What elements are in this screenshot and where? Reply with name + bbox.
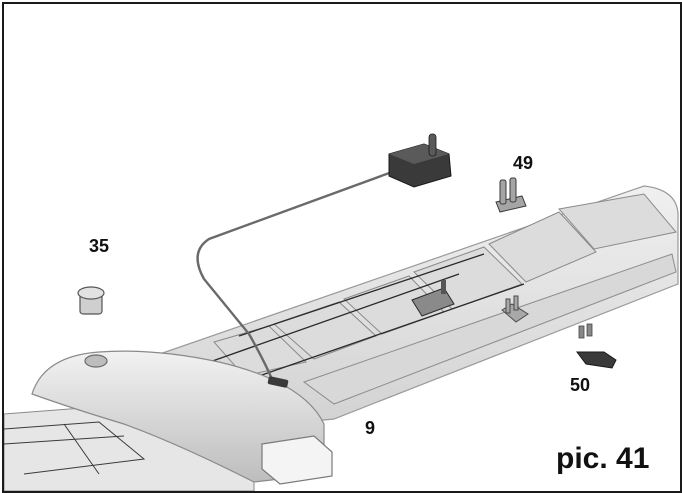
servo-connector: [267, 376, 289, 388]
part-49-control-horn-icon: [495, 177, 527, 213]
servo-mount-plate: [411, 280, 455, 317]
part-50-clevis-icon: [576, 323, 617, 369]
part-label-35: 35: [89, 236, 110, 256]
part-35-cap-icon: [77, 286, 105, 315]
servo-icon: [388, 133, 452, 188]
fairing-nose-block: [261, 435, 333, 485]
part-label-49: 49: [513, 153, 534, 173]
part-label-50: 50: [570, 375, 591, 395]
wing-spar-lines: [203, 253, 525, 377]
servo-wire: [196, 170, 393, 385]
aileron-strip: [302, 253, 677, 405]
fairing-mount-hole: [84, 354, 108, 368]
left-wing-panels: [4, 421, 146, 475]
center-fairing: [31, 350, 325, 483]
wing-assembly-illustration: [4, 133, 679, 491]
part-label-9: 9: [365, 418, 376, 438]
figure-caption: pic. 41: [556, 442, 650, 475]
control-horn-installed: [501, 295, 529, 323]
